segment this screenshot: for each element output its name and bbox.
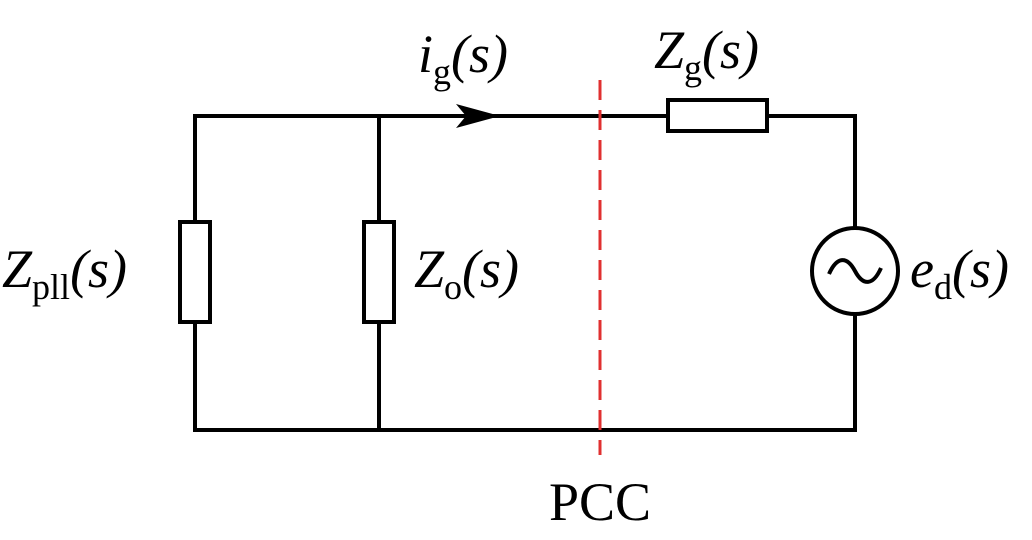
grid-voltage-label: ed(s) — [910, 239, 1009, 307]
output-impedance-label: Zo(s) — [414, 239, 519, 307]
wires — [193, 114, 857, 432]
output-impedance-box — [362, 220, 396, 324]
grid-impedance-label: Zg(s) — [654, 20, 759, 88]
current-arrow-icon — [456, 104, 500, 128]
sine-wave-icon — [827, 258, 883, 284]
pcc-label: PCC — [549, 472, 651, 532]
grid-impedance-box — [666, 98, 769, 133]
pll-impedance-label: Zpll(s) — [2, 239, 127, 307]
current-label: ig(s) — [418, 24, 508, 92]
pll-impedance-box — [178, 220, 212, 324]
